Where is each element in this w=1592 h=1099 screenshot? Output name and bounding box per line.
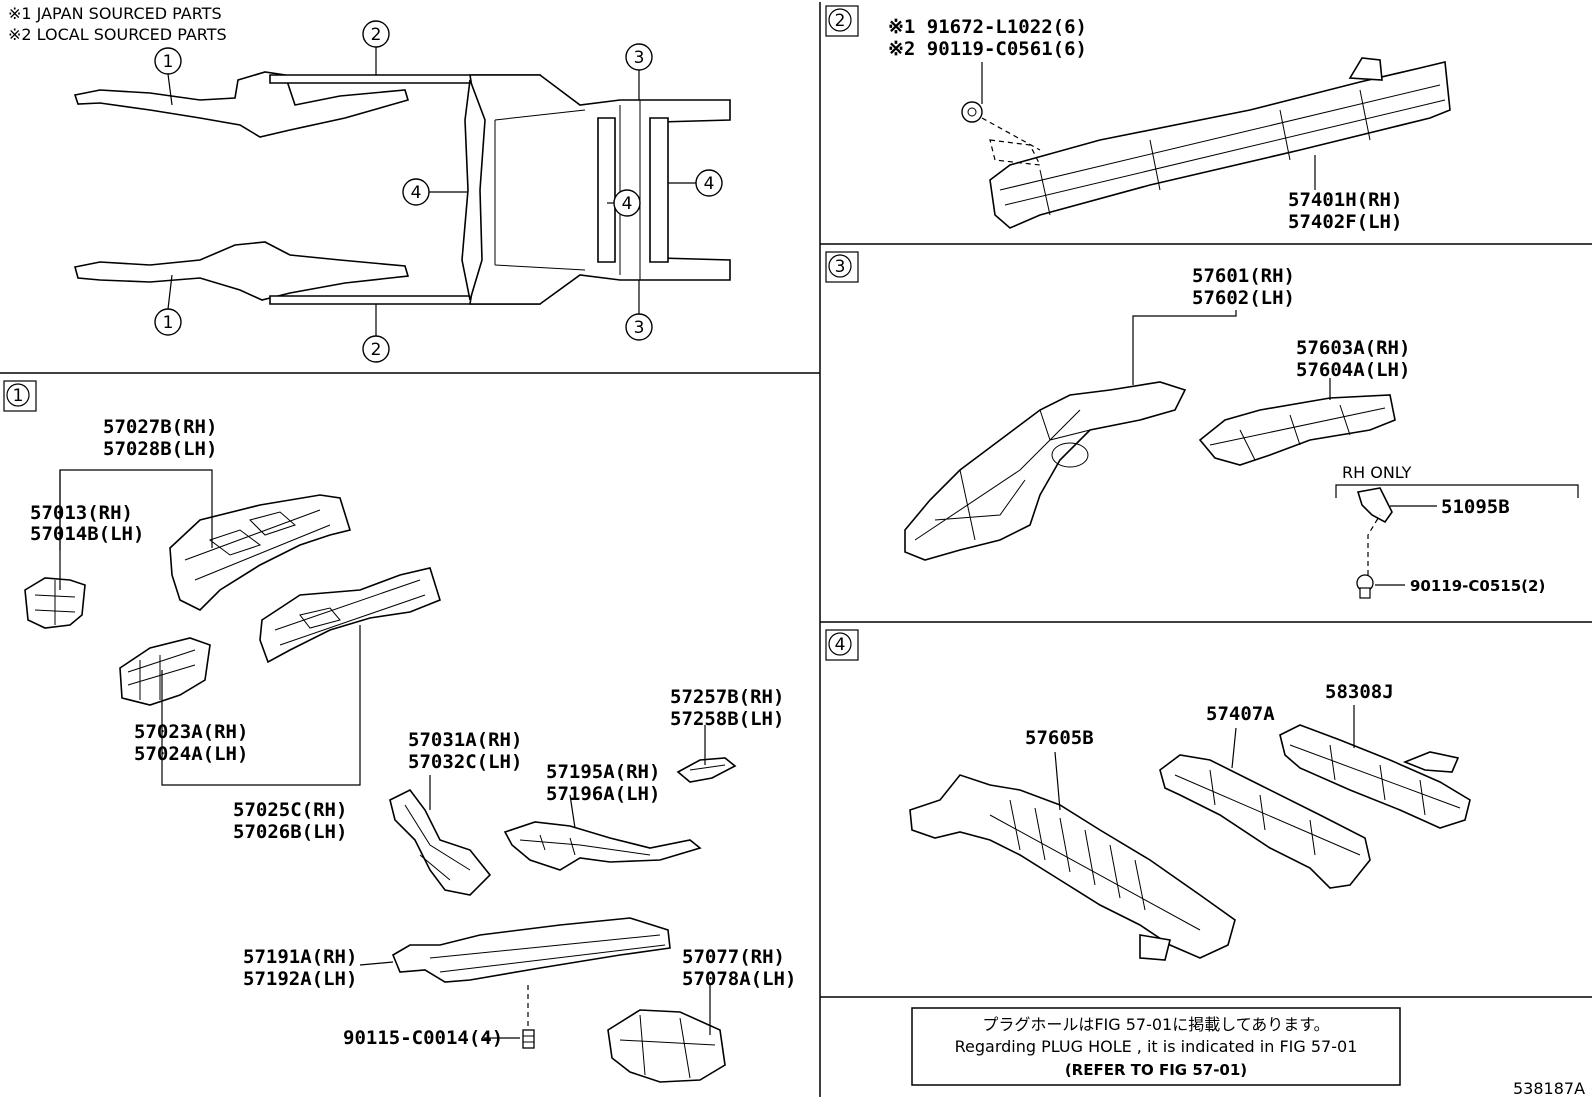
svg-text:1: 1 (13, 386, 24, 406)
section3-drawings (904, 381, 1396, 599)
label-57196A: 57196A(LH) (546, 783, 660, 805)
section-marker-1: 1 (3, 380, 37, 412)
callout-3-top: 3 (634, 48, 645, 68)
section1-labels: 57027B(RH) 57028B(LH) 57013(RH) 57014B(L… (30, 416, 796, 1049)
section4-labels: 57605B 57407A 58308J (1025, 681, 1394, 749)
figure-id: 538187A (1513, 1079, 1585, 1098)
reference-note: プラグホールはFIG 57-01に掲載してあります。 Regarding PLU… (911, 1007, 1401, 1086)
label-57601: 57601(RH) (1192, 265, 1295, 287)
label-bolt-option-1: ※1 91672-L1022(6) (888, 16, 1087, 38)
section2-labels: ※1 91672-L1022(6) ※2 90119-C0561(6) 5740… (888, 16, 1402, 233)
section4-drawings (909, 724, 1471, 961)
section3-labels: 57601(RH) 57602(LH) 57603A(RH) 57604A(LH… (1192, 265, 1545, 595)
svg-text:3: 3 (835, 257, 846, 277)
legend-japan-sourced: ※1 JAPAN SOURCED PARTS (8, 4, 222, 23)
label-57192A: 57192A(LH) (243, 968, 357, 990)
label-57604A: 57604A(LH) (1296, 359, 1410, 381)
callout-1-top: 1 (163, 52, 174, 72)
ref-note-refer: (REFER TO FIG 57-01) (1065, 1061, 1247, 1079)
label-57032C: 57032C(LH) (408, 751, 522, 773)
overview-frame-drawing (73, 71, 731, 305)
label-57603A: 57603A(RH) (1296, 337, 1410, 359)
label-57025C: 57025C(RH) (233, 799, 347, 821)
label-90115-C0014: 90115-C0014(4) (343, 1027, 503, 1049)
callout-2-top: 2 (371, 25, 382, 45)
label-57258B: 57258B(LH) (670, 708, 784, 730)
section1-drawings (24, 494, 737, 1083)
callout-3-bottom: 3 (634, 318, 645, 338)
label-57402F: 57402F(LH) (1288, 211, 1402, 233)
section-marker-4: 4 (825, 629, 859, 661)
label-57027B: 57027B(RH) (103, 416, 217, 438)
label-57028B: 57028B(LH) (103, 438, 217, 460)
label-57191A: 57191A(RH) (243, 946, 357, 968)
label-57013: 57013(RH) (30, 502, 133, 524)
label-90119-C0515: 90119-C0515(2) (1410, 577, 1545, 595)
callout-4-left: 4 (411, 183, 422, 203)
label-58308J: 58308J (1325, 681, 1394, 703)
label-57407A: 57407A (1206, 703, 1275, 725)
label-57014B: 57014B(LH) (30, 523, 144, 545)
label-57401H: 57401H(RH) (1288, 189, 1402, 211)
label-57023A: 57023A(RH) (134, 721, 248, 743)
label-51095B: 51095B (1441, 496, 1510, 518)
callout-4-middle: 4 (622, 194, 633, 214)
section4-leaders (1054, 705, 1355, 811)
callout-2-bottom: 2 (371, 340, 382, 360)
svg-text:2: 2 (835, 11, 846, 31)
legend-local-sourced: ※2 LOCAL SOURCED PARTS (8, 25, 227, 44)
section3-leaders (1132, 310, 1579, 586)
label-57031A: 57031A(RH) (408, 729, 522, 751)
ref-note-japanese: プラグホールはFIG 57-01に掲載してあります。 (982, 1015, 1329, 1034)
label-57195A: 57195A(RH) (546, 761, 660, 783)
label-bolt-option-2: ※2 90119-C0561(6) (888, 38, 1087, 60)
label-rh-only: RH ONLY (1342, 463, 1412, 482)
label-57078A: 57078A(LH) (682, 968, 796, 990)
section-marker-3: 3 (825, 251, 859, 283)
section-marker-2: 2 (825, 5, 859, 37)
overview-callouts: 1 1 2 2 3 3 4 4 4 (154, 20, 723, 363)
callout-4-right: 4 (704, 174, 715, 194)
label-57602: 57602(LH) (1192, 287, 1295, 309)
section1-leaders (59, 469, 711, 1039)
label-57077: 57077(RH) (682, 946, 785, 968)
callout-1-bottom: 1 (163, 313, 174, 333)
label-57257B: 57257B(RH) (670, 686, 784, 708)
label-57024A: 57024A(LH) (134, 743, 248, 765)
section2-leaders (981, 62, 1316, 190)
svg-text:4: 4 (835, 635, 846, 655)
label-57026B: 57026B(LH) (233, 821, 347, 843)
label-57605B: 57605B (1025, 727, 1094, 749)
ref-note-english: Regarding PLUG HOLE , it is indicated in… (955, 1037, 1358, 1056)
section2-drawings (961, 57, 1451, 229)
